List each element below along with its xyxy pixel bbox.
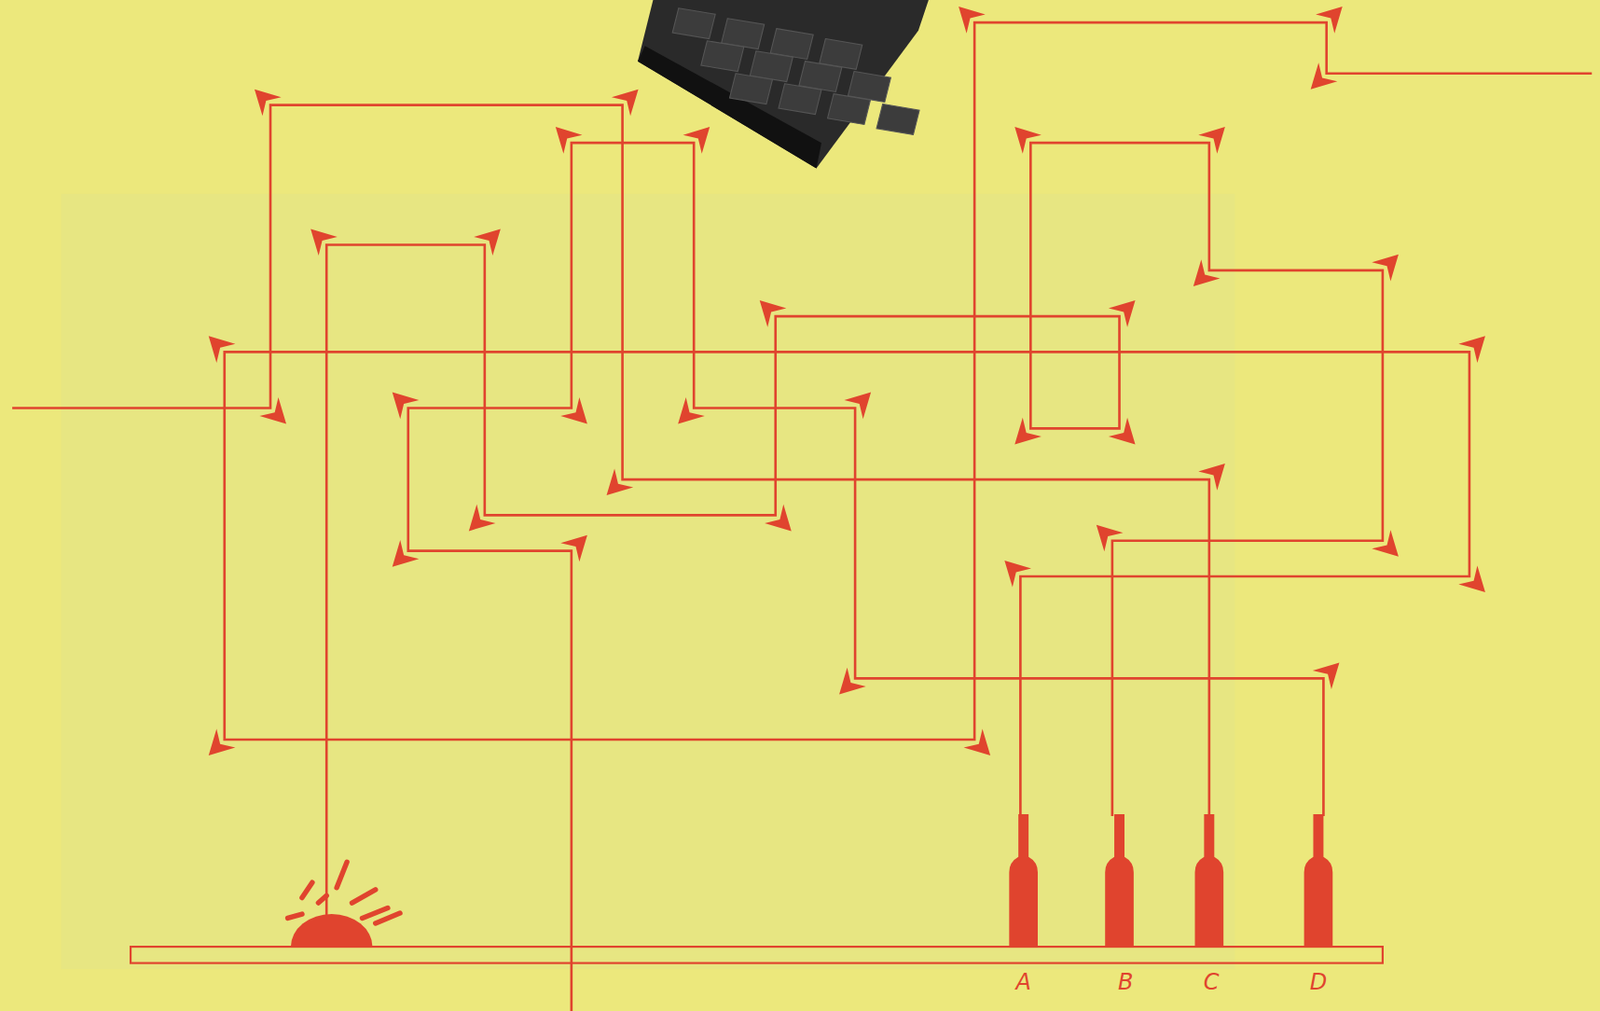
mirror	[1014, 417, 1042, 445]
key	[729, 73, 773, 105]
mirror	[468, 504, 497, 532]
shard	[352, 889, 376, 903]
mirror	[759, 300, 787, 328]
mirror	[473, 229, 501, 257]
explosion-symbol	[288, 861, 400, 947]
mirror	[1198, 126, 1226, 154]
mirror	[764, 504, 792, 532]
mirror	[1371, 529, 1399, 557]
mirror	[1096, 524, 1124, 552]
mirror	[1371, 254, 1399, 282]
key	[876, 104, 920, 136]
mirror	[683, 126, 711, 154]
mirror	[1004, 560, 1032, 588]
mirror	[208, 728, 236, 756]
mirror	[560, 397, 588, 425]
bottle-label: B	[1117, 968, 1133, 995]
key	[701, 41, 745, 72]
mirror	[560, 535, 588, 563]
faded-backdrop	[61, 193, 1236, 969]
mirror	[392, 392, 420, 420]
mirror	[1193, 259, 1221, 287]
mirror	[606, 468, 635, 497]
key	[778, 83, 822, 115]
shard	[302, 882, 313, 897]
bottle-label: A	[1015, 968, 1031, 995]
mirror	[1108, 417, 1136, 445]
shard	[336, 861, 347, 887]
mirror	[259, 397, 287, 425]
bottle-target	[1008, 813, 1038, 947]
bottle-label: D	[1310, 968, 1327, 995]
key	[827, 94, 871, 125]
mirror	[1458, 565, 1486, 593]
mirror	[839, 667, 867, 695]
shard	[362, 908, 388, 919]
mirror	[611, 89, 639, 117]
laser-beam	[224, 22, 1592, 816]
mirror	[677, 397, 705, 425]
mirror	[964, 728, 992, 756]
mirror	[1014, 126, 1042, 154]
bottle-target	[1304, 813, 1334, 947]
mirror	[310, 229, 338, 257]
mirror	[1458, 335, 1486, 363]
mirror	[254, 89, 282, 117]
key	[672, 8, 716, 40]
mirror	[1315, 6, 1343, 34]
mirror	[1310, 62, 1338, 90]
bottle-target	[1104, 813, 1134, 947]
bottle-label: C	[1203, 968, 1220, 995]
mirror	[958, 6, 986, 34]
mirror	[1108, 300, 1136, 328]
shard	[375, 912, 400, 924]
shard	[288, 913, 303, 918]
mirror	[1312, 662, 1340, 690]
mirror	[392, 539, 420, 567]
mirror	[843, 392, 871, 420]
mirror	[208, 335, 236, 363]
mirror	[555, 126, 583, 154]
shard	[317, 895, 327, 903]
mirror	[1198, 463, 1226, 491]
bottle-target	[1195, 813, 1225, 947]
base-shelf	[130, 946, 1383, 964]
